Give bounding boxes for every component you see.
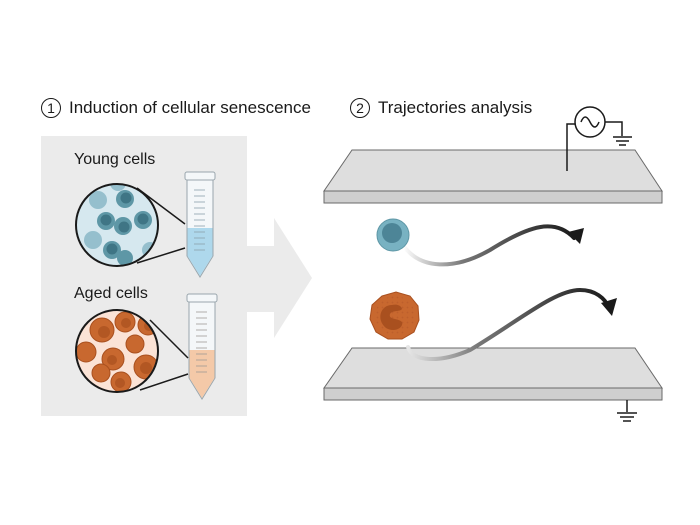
young-cells-label: Young cells <box>74 151 156 168</box>
arrowhead-icon <box>568 228 584 244</box>
ground-icon <box>613 136 632 146</box>
ground-icon <box>617 412 637 422</box>
step-number-badge: 1 <box>41 98 61 118</box>
aged-cells-magnifier <box>75 309 189 393</box>
ac-voltage-source-icon <box>566 106 623 171</box>
young-cell-nucleus <box>382 223 402 243</box>
step-title: Trajectories analysis <box>378 98 533 117</box>
bottom-electrode-plate <box>323 347 663 412</box>
young-cells-tube <box>184 171 216 278</box>
aged-cell-trajectory <box>369 287 617 362</box>
process-arrow <box>247 218 312 338</box>
induction-panel <box>41 136 312 416</box>
step-number-badge: 2 <box>350 98 370 118</box>
step-title: Induction of cellular senescence <box>69 98 311 117</box>
young-cell-trajectory <box>376 218 584 267</box>
aged-cell-nucleus <box>380 304 403 331</box>
top-electrode-plate <box>323 149 663 204</box>
step-2-heading: 2 Trajectories analysis <box>350 98 532 118</box>
arrowhead-icon <box>601 298 617 316</box>
aged-cells-tube <box>186 293 218 400</box>
aged-cells-label: Aged cells <box>74 285 148 302</box>
step-1-heading: 1 Induction of cellular senescence <box>41 98 311 118</box>
young-cells-magnifier <box>75 183 186 267</box>
